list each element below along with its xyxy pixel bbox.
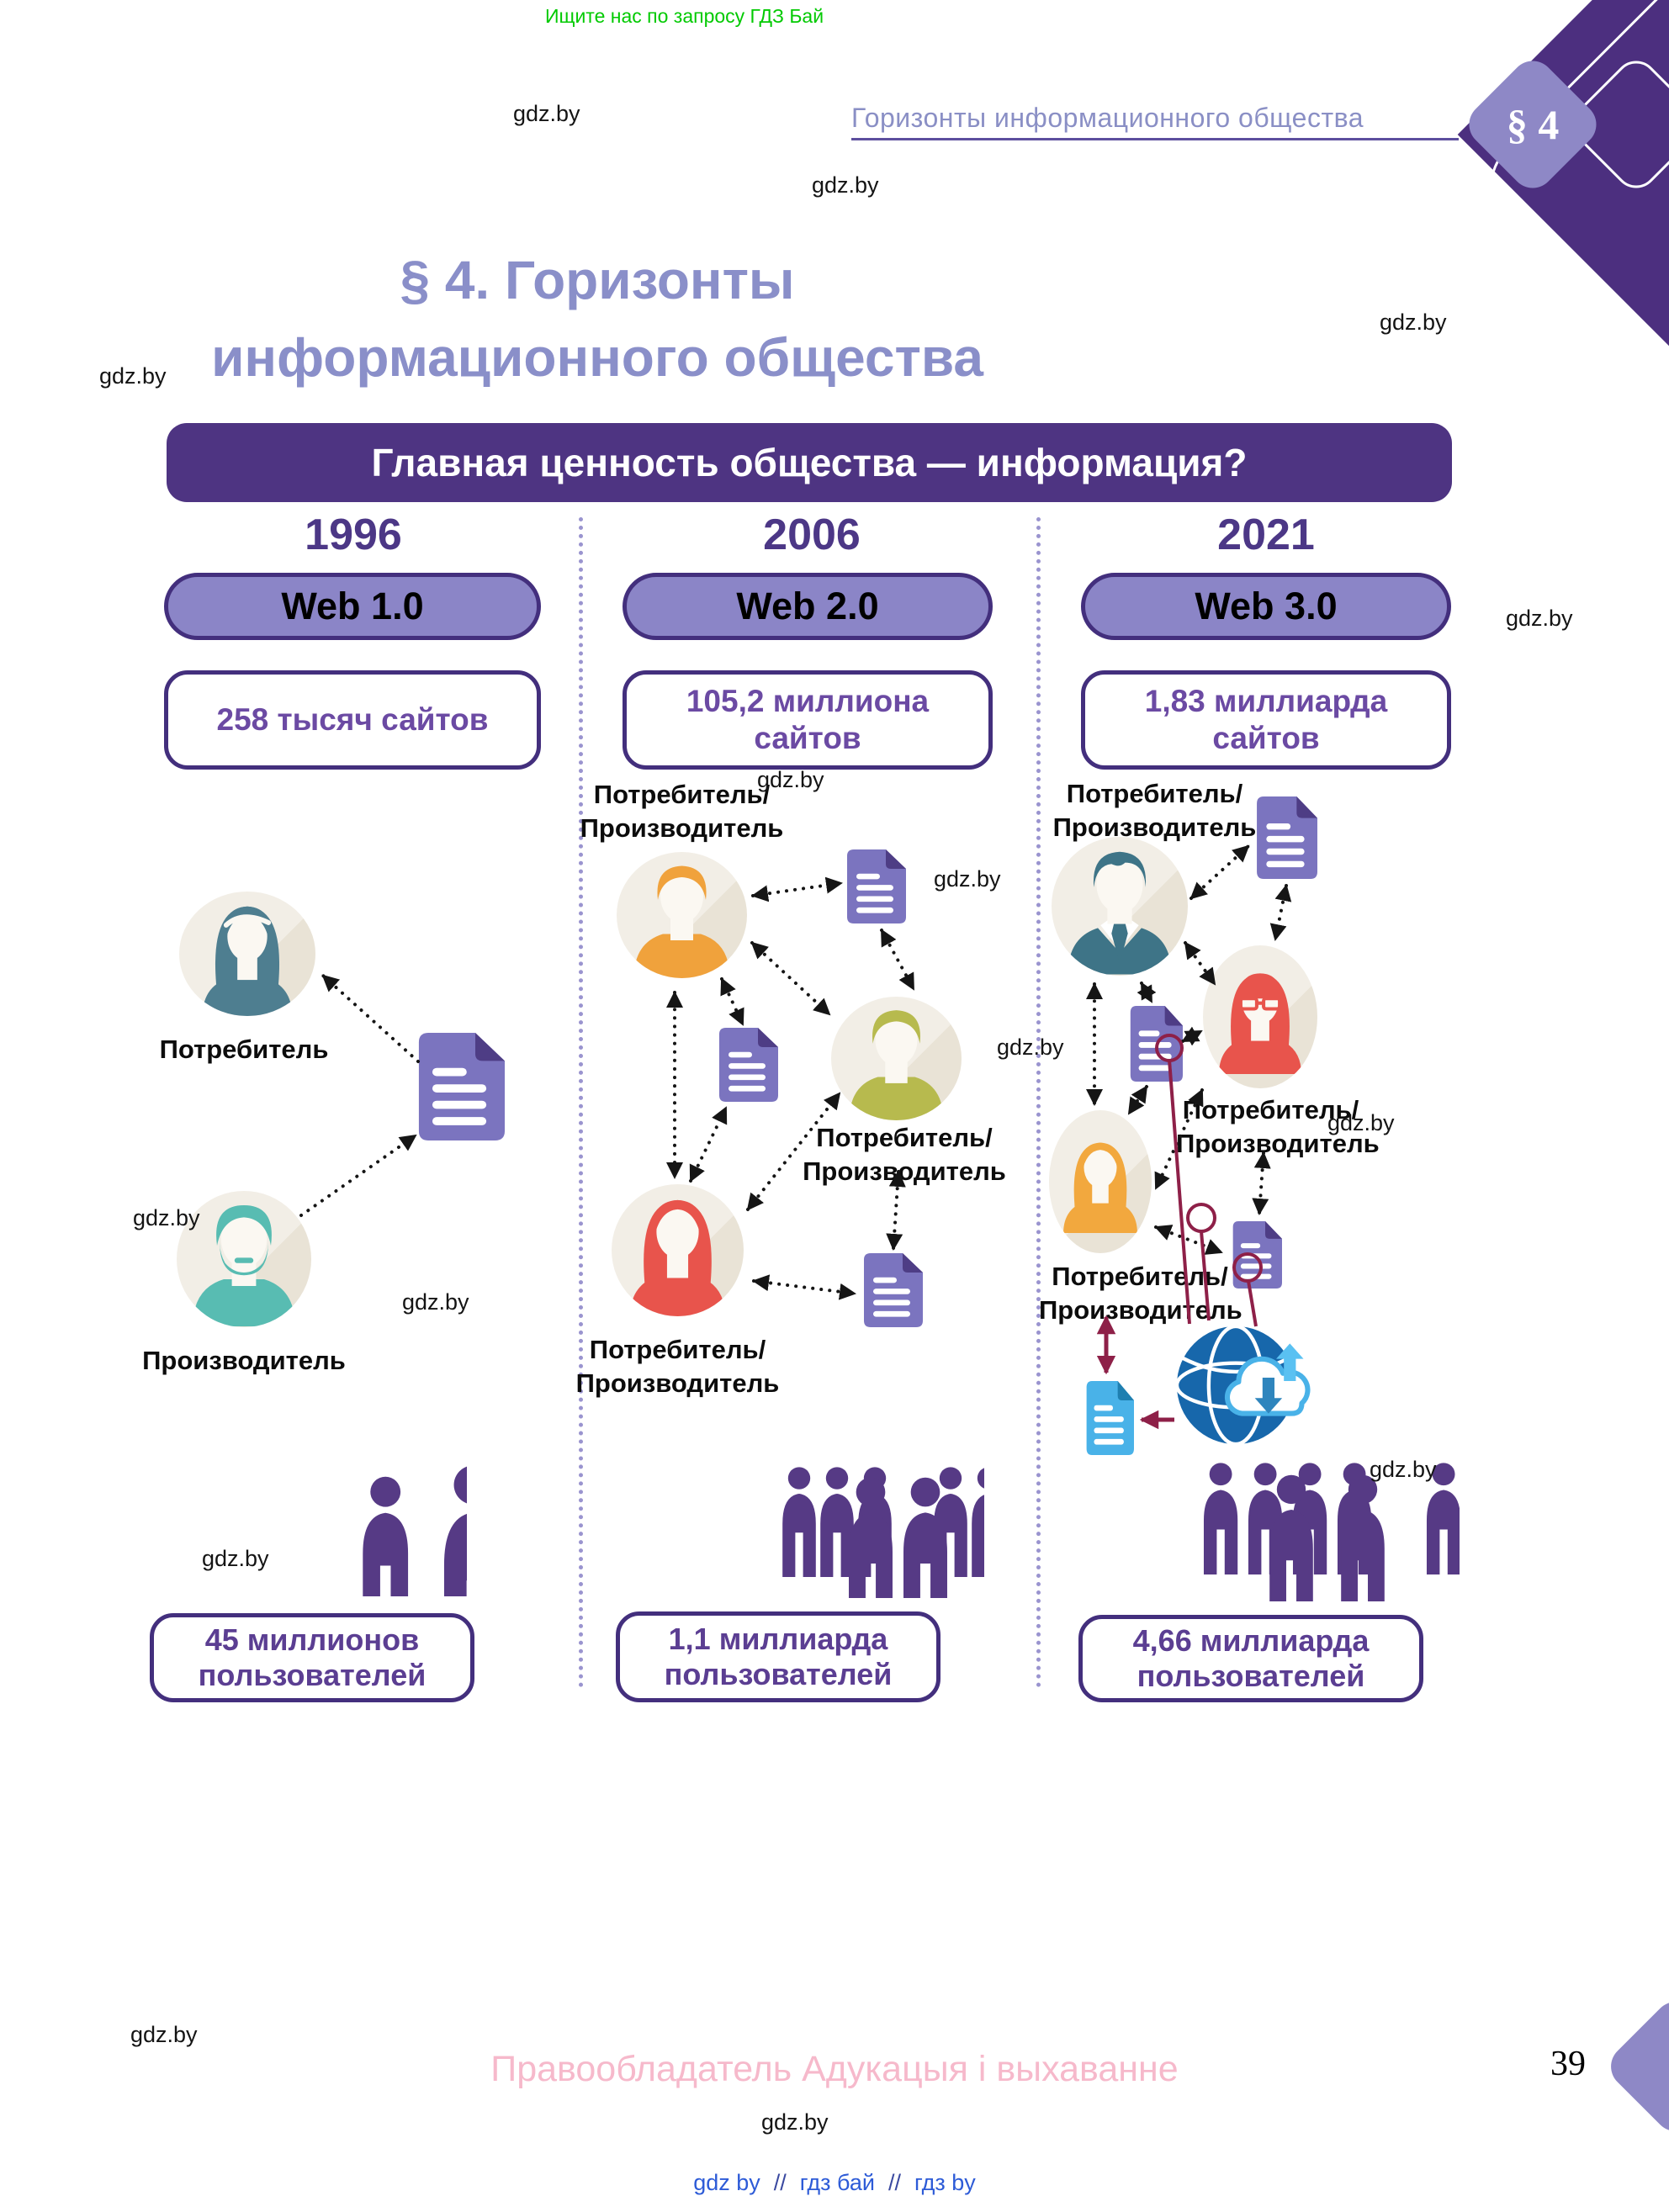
prosumer-label: Потребитель/ Производитель: [1039, 1262, 1242, 1325]
footer-links: gdz by // гдз бай // гдз by: [0, 2170, 1669, 2196]
prosumer-label: Потребитель/ Производитель: [1052, 779, 1257, 842]
woman-icon: [1049, 1110, 1152, 1253]
gdz-watermark: gdz.by: [1506, 606, 1573, 631]
running-header: Горизонты информационного общества: [851, 103, 1364, 133]
column-separator: [579, 517, 583, 1688]
year-2021: 2021: [1217, 511, 1315, 559]
gdz-watermark: gdz.by: [513, 101, 580, 126]
gdz-watermark: gdz.by: [757, 767, 824, 792]
column-separator: [1036, 517, 1041, 1688]
prosumer-label: Потребитель/ Производитель: [803, 1123, 1006, 1186]
gdz-watermark: gdz.by: [934, 866, 1001, 892]
producer-avatar: [177, 1191, 311, 1327]
document-icon: [845, 849, 906, 923]
document-icon: [416, 1033, 505, 1140]
prosumer-avatar-red: [612, 1184, 744, 1316]
document-icon: [718, 1028, 778, 1102]
gdz-watermark: gdz.by: [1327, 1110, 1395, 1135]
woman-icon: [179, 892, 315, 1016]
page-title: § 4. Горизонты информационного общества: [0, 241, 1195, 396]
prosumer-label: Потребитель/ Производитель: [580, 780, 784, 843]
gdz-watermark: gdz.by: [202, 1546, 269, 1571]
gdz-watermark: gdz.by: [812, 172, 879, 198]
woman-glasses-icon: [1203, 945, 1317, 1088]
man-icon: [831, 997, 962, 1120]
prosumer-avatar-suit: [1052, 837, 1188, 976]
producer-label: Производитель: [142, 1346, 346, 1375]
gdz-watermark: gdz.by: [761, 2109, 829, 2135]
man-icon: [617, 852, 747, 978]
document-icon: [862, 1253, 923, 1327]
footer-link-gdz-by[interactable]: gdz by: [693, 2170, 760, 2195]
question-banner: Главная ценность общества — информация?: [167, 423, 1452, 502]
sites-count-2021: 1,83 миллиарда сайтов: [1081, 670, 1451, 770]
users-count-1996: 45 миллионов пользователей: [150, 1613, 474, 1702]
consumer-label: Потребитель: [159, 1035, 329, 1064]
copyright-text: Правообладатель Адукацыя і выхаванне: [490, 2049, 1179, 2089]
gdz-watermark: gdz.by: [997, 1035, 1064, 1060]
cloud-sync-icon: [1224, 1343, 1311, 1416]
prosumer-label: Потребитель/ Производитель: [1176, 1095, 1380, 1158]
sites-count-1996: 258 тысяч сайтов: [164, 670, 541, 770]
download-arrow-icon: [1254, 1377, 1283, 1414]
document-icon-blue: [1085, 1381, 1134, 1455]
document-icon: [1255, 796, 1317, 879]
upload-arrow-icon: [1276, 1343, 1304, 1381]
chapter-corner-decoration: § 4: [1391, 0, 1669, 454]
prosumer-label: Потребитель/ Производитель: [575, 1335, 780, 1398]
footer-link-gdz-bai[interactable]: гдз бай: [799, 2170, 875, 2195]
prosumer-avatar-olive: [831, 997, 962, 1120]
promo-text: Ищите нас по запросу ГДЗ Бай: [545, 5, 824, 27]
web10-pill: Web 1.0: [164, 573, 541, 640]
page-title-line1: § 4. Горизонты: [400, 250, 795, 310]
year-1996: 1996: [305, 511, 402, 559]
page-number: 39: [1550, 2045, 1586, 2083]
businessman-icon: [1052, 837, 1188, 976]
gdz-watermark: gdz.by: [1370, 1457, 1437, 1482]
prosumer-avatar-orange: [617, 852, 747, 978]
prosumer-avatar-glasses: [1203, 945, 1317, 1088]
gdz-watermark: gdz.by: [133, 1205, 200, 1230]
consumer-avatar: [179, 892, 315, 1016]
sites-count-2006: 105,2 миллиона сайтов: [623, 670, 993, 770]
woman-icon: [612, 1184, 744, 1316]
crowd-icon-1996: [240, 1462, 467, 1596]
link-separator: //: [887, 2170, 901, 2195]
crowd-icon-2006: [648, 1459, 984, 1598]
footer-link-gdz-by2[interactable]: гдз by: [914, 2170, 976, 2195]
users-count-2021: 4,66 миллиарда пользователей: [1078, 1615, 1423, 1702]
page-title-line2: информационного общества: [211, 327, 983, 388]
users-count-2006: 1,1 миллиарда пользователей: [616, 1611, 940, 1702]
document-icon: [1129, 1006, 1183, 1082]
gdz-watermark: gdz.by: [130, 2022, 198, 2047]
paragraph-badge-label: § 4: [1506, 101, 1560, 148]
web30-pill: Web 3.0: [1081, 573, 1451, 640]
gdz-watermark: gdz.by: [402, 1289, 469, 1315]
prosumer-avatar-orange-woman: [1049, 1110, 1152, 1253]
gdz-watermark: gdz.by: [1380, 310, 1447, 335]
header-underline: [851, 138, 1459, 140]
link-separator: //: [773, 2170, 787, 2195]
year-2006: 2006: [763, 511, 861, 559]
web20-pill: Web 2.0: [623, 573, 993, 640]
gdz-watermark: gdz.by: [99, 363, 167, 389]
